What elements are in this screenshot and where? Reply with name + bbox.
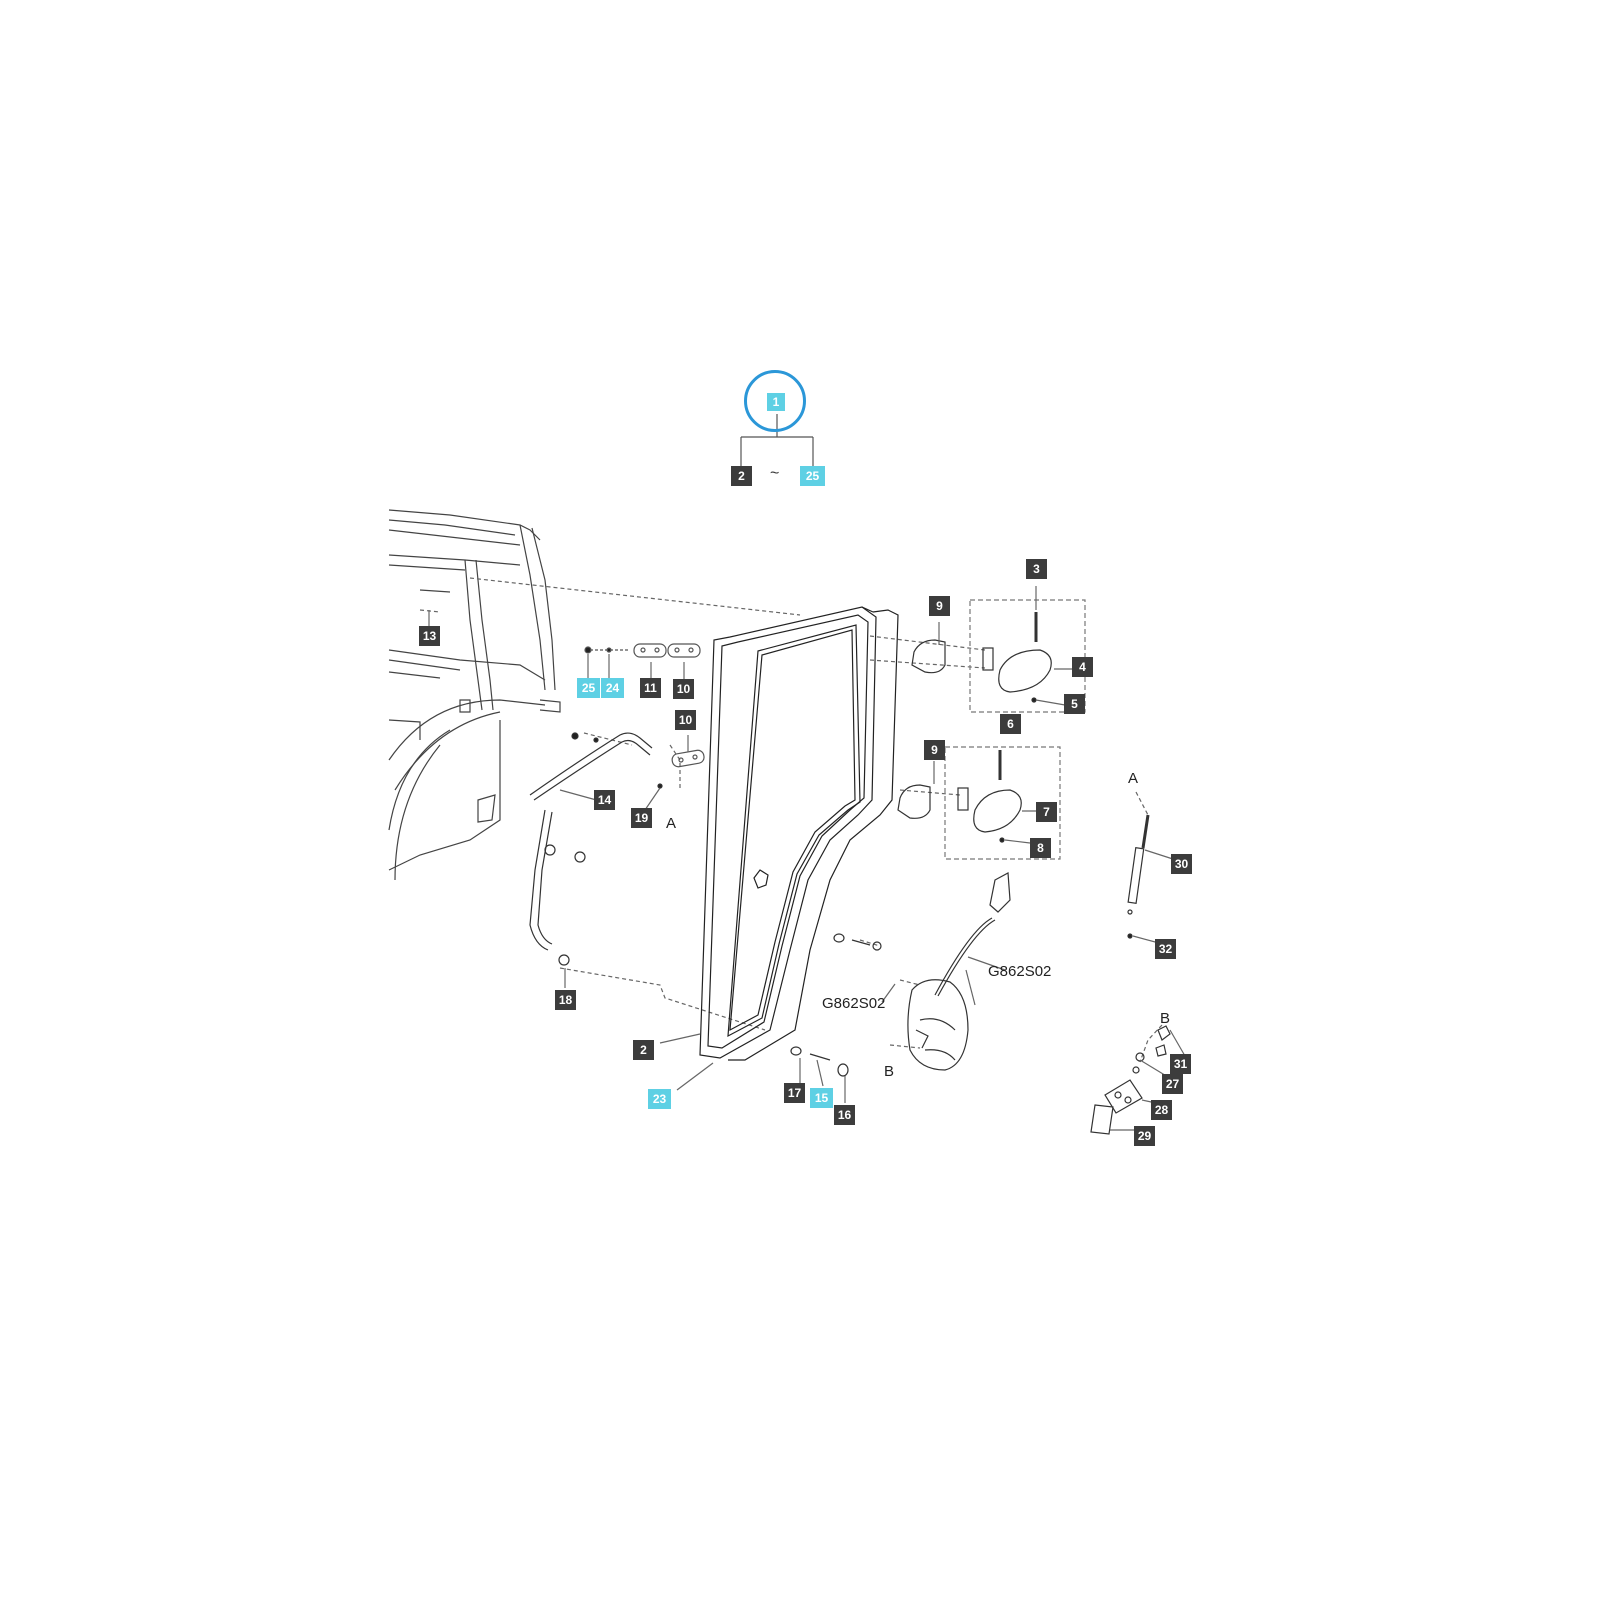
- callout-part-10-lower[interactable]: 10: [675, 710, 696, 730]
- callout-part-10-upper[interactable]: 10: [673, 679, 694, 699]
- callout-part-9-upper[interactable]: 9: [929, 596, 950, 616]
- reference-a-strut: A: [1128, 770, 1139, 787]
- hinge-plates: [897, 639, 946, 819]
- callout-part-9-lower[interactable]: 9: [924, 740, 945, 760]
- callout-part-13[interactable]: 13: [419, 626, 440, 646]
- reference-g862s02-upper: G862S02: [988, 963, 1052, 980]
- callout-part-18[interactable]: 18: [555, 990, 576, 1010]
- callout-range-to[interactable]: 25: [800, 466, 825, 486]
- reference-b-lock: B: [1160, 1010, 1171, 1027]
- callout-part-5[interactable]: 5: [1064, 694, 1085, 714]
- callout-part-16[interactable]: 16: [834, 1105, 855, 1125]
- callout-part-6[interactable]: 6: [1000, 714, 1021, 734]
- cab-frame: [388, 509, 561, 881]
- hinge-box-lower: [944, 746, 1061, 860]
- leader-lines: [419, 577, 1163, 1063]
- callout-part-29[interactable]: 29: [1134, 1126, 1155, 1146]
- range-separator: ~: [770, 465, 780, 482]
- gas-strut: [1127, 814, 1150, 939]
- reference-b-latch: B: [884, 1063, 895, 1080]
- callout-part-8[interactable]: 8: [1030, 838, 1051, 858]
- callout-part-23[interactable]: 23: [648, 1089, 671, 1109]
- callout-part-7[interactable]: 7: [1036, 802, 1057, 822]
- callout-assembly-1[interactable]: 1: [767, 393, 785, 411]
- plate-10-lower: [671, 749, 705, 768]
- callout-part-19[interactable]: 19: [631, 808, 652, 828]
- hinge-upper: [982, 612, 1052, 703]
- callout-part-3[interactable]: 3: [1026, 559, 1047, 579]
- reference-a-rail: A: [666, 815, 677, 832]
- plates-and-fasteners-upper: [584, 643, 701, 658]
- callout-part-4[interactable]: 4: [1072, 657, 1093, 677]
- callout-part-28[interactable]: 28: [1151, 1100, 1172, 1120]
- callout-part-32[interactable]: 32: [1155, 939, 1176, 959]
- hinge-box-upper: [969, 599, 1086, 713]
- hinge-lower: [957, 750, 1022, 843]
- callout-part-25[interactable]: 25: [577, 678, 600, 698]
- callout-part-2[interactable]: 2: [633, 1040, 654, 1060]
- callout-part-14[interactable]: 14: [594, 790, 615, 810]
- callout-part-27[interactable]: 27: [1162, 1074, 1183, 1094]
- callout-part-24[interactable]: 24: [601, 678, 624, 698]
- callout-part-30[interactable]: 30: [1171, 854, 1192, 874]
- grab-rail: [529, 732, 663, 966]
- callout-part-11[interactable]: 11: [640, 678, 661, 698]
- callout-part-31[interactable]: 31: [1170, 1054, 1191, 1074]
- latch-mechanism: [907, 872, 1011, 1071]
- lock-parts: [1090, 1025, 1171, 1135]
- assembly-highlight-ring: [744, 370, 806, 432]
- reference-g862s02-lower: G862S02: [822, 995, 886, 1012]
- door-panel: [699, 606, 899, 1061]
- door-bolts: [790, 933, 882, 1077]
- callout-part-17[interactable]: 17: [784, 1083, 805, 1103]
- callout-range-from[interactable]: 2: [731, 466, 752, 486]
- callout-part-15[interactable]: 15: [810, 1088, 833, 1108]
